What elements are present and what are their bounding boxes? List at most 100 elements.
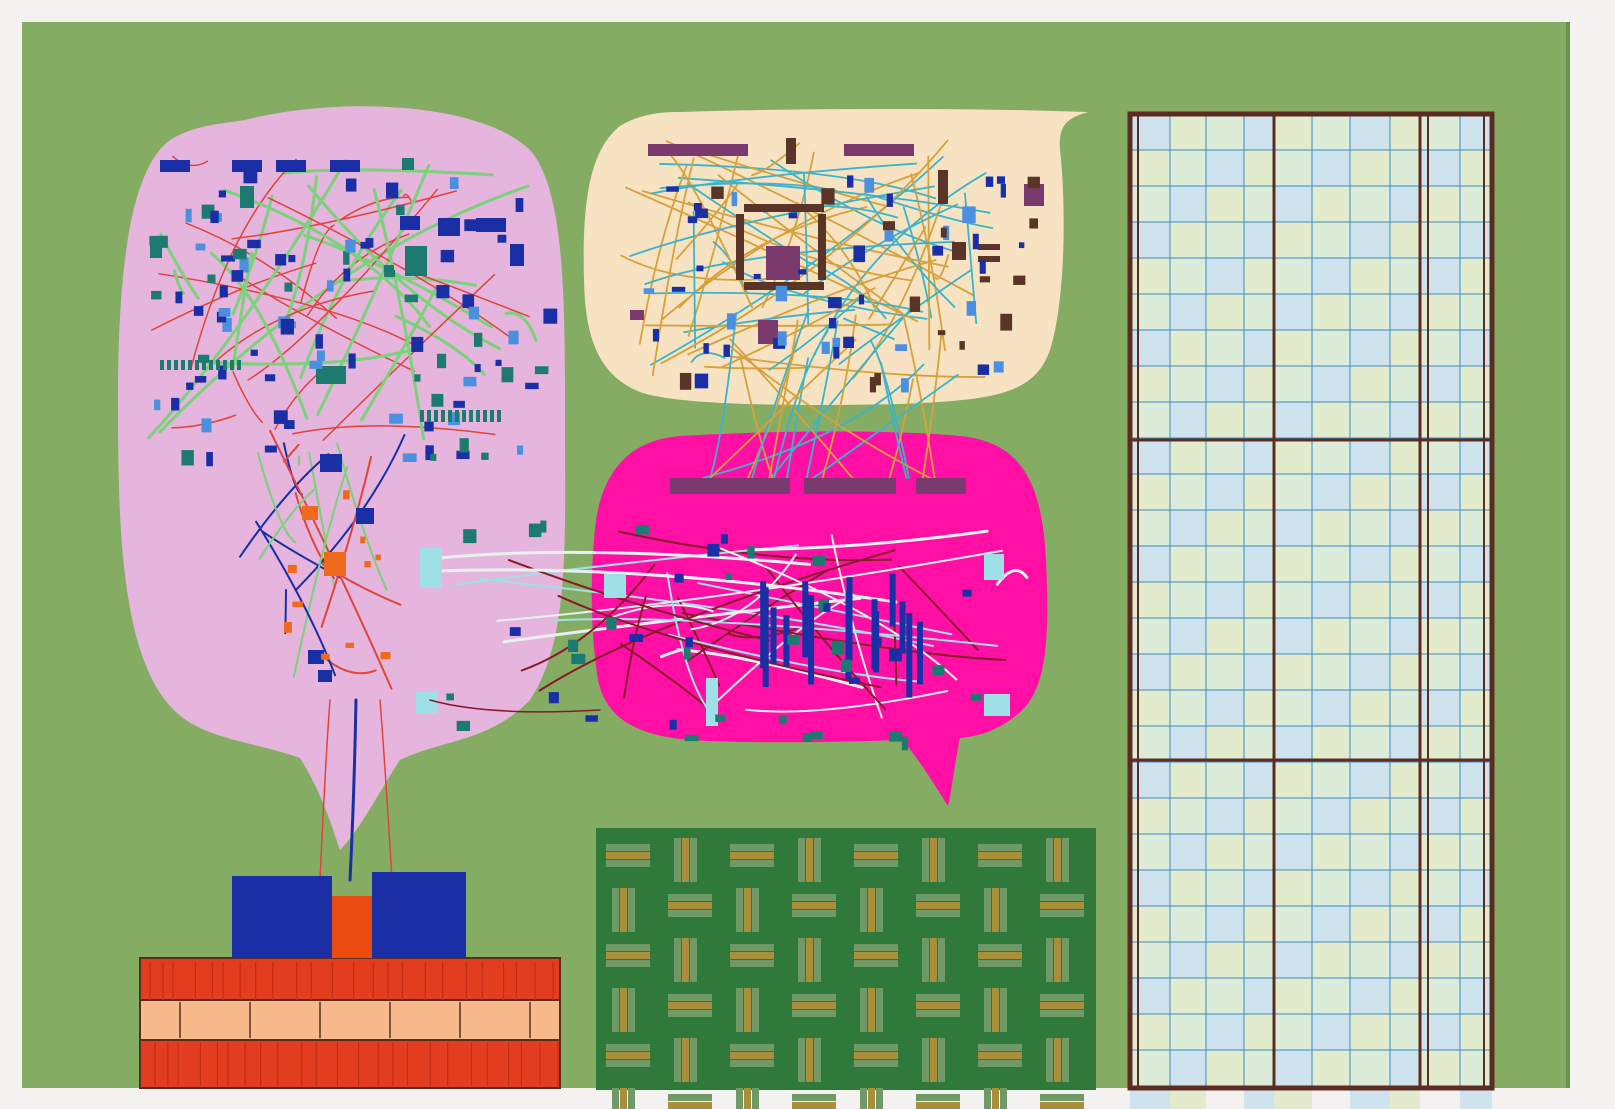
circuit-wire (292, 425, 496, 436)
grid-cell (1130, 690, 1170, 726)
circuit-wire (709, 312, 738, 479)
grid-cell (1206, 834, 1244, 870)
circuit-chip (188, 360, 192, 370)
grid-cell (1274, 438, 1312, 474)
weave-strip (806, 1038, 813, 1082)
lilac-speech-bubble (118, 106, 566, 850)
circuit-chip (635, 524, 650, 535)
circuit-chip (720, 534, 728, 544)
weave-strip (752, 888, 759, 932)
circuit-chip (984, 554, 1004, 580)
grid-cell (1390, 1086, 1420, 1109)
circuit-chip (206, 452, 213, 467)
circuit-chip (937, 330, 946, 336)
circuit-chip (380, 651, 391, 660)
grid-cell (1170, 330, 1206, 366)
circuit-wire (927, 155, 931, 351)
weave-strip (922, 1038, 929, 1082)
circuit-wire (173, 269, 186, 295)
circuit-chip (416, 692, 438, 714)
circuit-wire (888, 378, 914, 479)
grid-cell (1274, 726, 1312, 762)
circuit-chip (760, 580, 767, 669)
weave-strip (744, 988, 751, 1032)
grid-cell (1244, 690, 1274, 726)
circuit-wire (520, 564, 656, 672)
circuit-chip (648, 144, 748, 156)
circuit-chip (889, 648, 902, 662)
weave-strip (674, 1038, 681, 1082)
grid-cell (1390, 294, 1420, 330)
circuit-chip (1029, 218, 1039, 229)
circuit-wire (336, 276, 477, 287)
grid-cell (1170, 870, 1206, 906)
circuit-wire (690, 553, 797, 631)
weave-strip (930, 1038, 937, 1082)
circuit-chip (288, 254, 296, 263)
grid-cell (1206, 582, 1244, 618)
circuit-chip (216, 360, 220, 370)
weave-strip (1046, 838, 1053, 882)
circuit-chip (230, 360, 234, 370)
circuit-chip (706, 678, 718, 726)
grid-cell (1244, 1086, 1274, 1109)
weave-strip (854, 852, 898, 859)
grid-cell (1244, 978, 1274, 1014)
circuit-chip (643, 288, 655, 294)
grid-cell (1244, 222, 1274, 258)
circuit-wire (336, 442, 388, 591)
weave-strip (612, 988, 619, 1032)
circuit-chip (375, 554, 381, 561)
grid-cell (1312, 150, 1350, 186)
grid-cell (1420, 1014, 1460, 1050)
circuit-chip (400, 216, 420, 230)
grid-cell (1170, 978, 1206, 1014)
grid-cell (1350, 870, 1390, 906)
circuit-chip (223, 360, 227, 370)
circuit-chip (193, 306, 204, 316)
grid-cell (1312, 582, 1350, 618)
weave-strip (978, 844, 1022, 851)
circuit-chip (280, 318, 294, 335)
grid-cell (1420, 582, 1460, 618)
weave-strip (612, 888, 619, 932)
grid-cell (1312, 294, 1350, 330)
circuit-chip (694, 373, 709, 389)
circuit-chip (916, 478, 966, 494)
grid-cell (1170, 114, 1206, 150)
circuit-chip (517, 445, 524, 455)
weave-strip (792, 1094, 836, 1101)
grid-cell (1420, 402, 1460, 438)
weave-strip (690, 938, 697, 982)
circuit-chip (853, 245, 866, 263)
circuit-wire (838, 268, 973, 365)
grid-cell (1274, 1050, 1312, 1086)
grid-cell (1274, 222, 1312, 258)
weave-strip (730, 960, 774, 967)
weave-strip (814, 838, 821, 882)
grid-cell (1460, 366, 1492, 402)
weave-strip (668, 1010, 712, 1017)
grid-cell (1420, 942, 1460, 978)
grid-cell (1274, 186, 1312, 222)
circuit-chip (276, 160, 306, 172)
circuit-chip (185, 208, 192, 223)
circuit-chip (233, 248, 247, 260)
grid-cell (1312, 258, 1350, 294)
grid-cell (1390, 978, 1420, 1014)
circuit-chip (804, 478, 896, 494)
circuit-chip (979, 276, 991, 283)
weave-strip (606, 1060, 650, 1067)
circuit-wire (868, 226, 927, 320)
circuit-chip (308, 650, 324, 664)
grid-cell (1460, 1014, 1492, 1050)
circuit-chip (585, 715, 598, 722)
circuit-chip (202, 360, 206, 370)
grid-cell (1244, 114, 1274, 150)
circuit-chip (501, 367, 514, 383)
magenta-speech-bubble (591, 431, 1048, 806)
circuit-chip (365, 238, 374, 248)
weave-strip (628, 1088, 635, 1109)
circuit-chip (828, 317, 837, 329)
circuit-chip (396, 204, 405, 216)
